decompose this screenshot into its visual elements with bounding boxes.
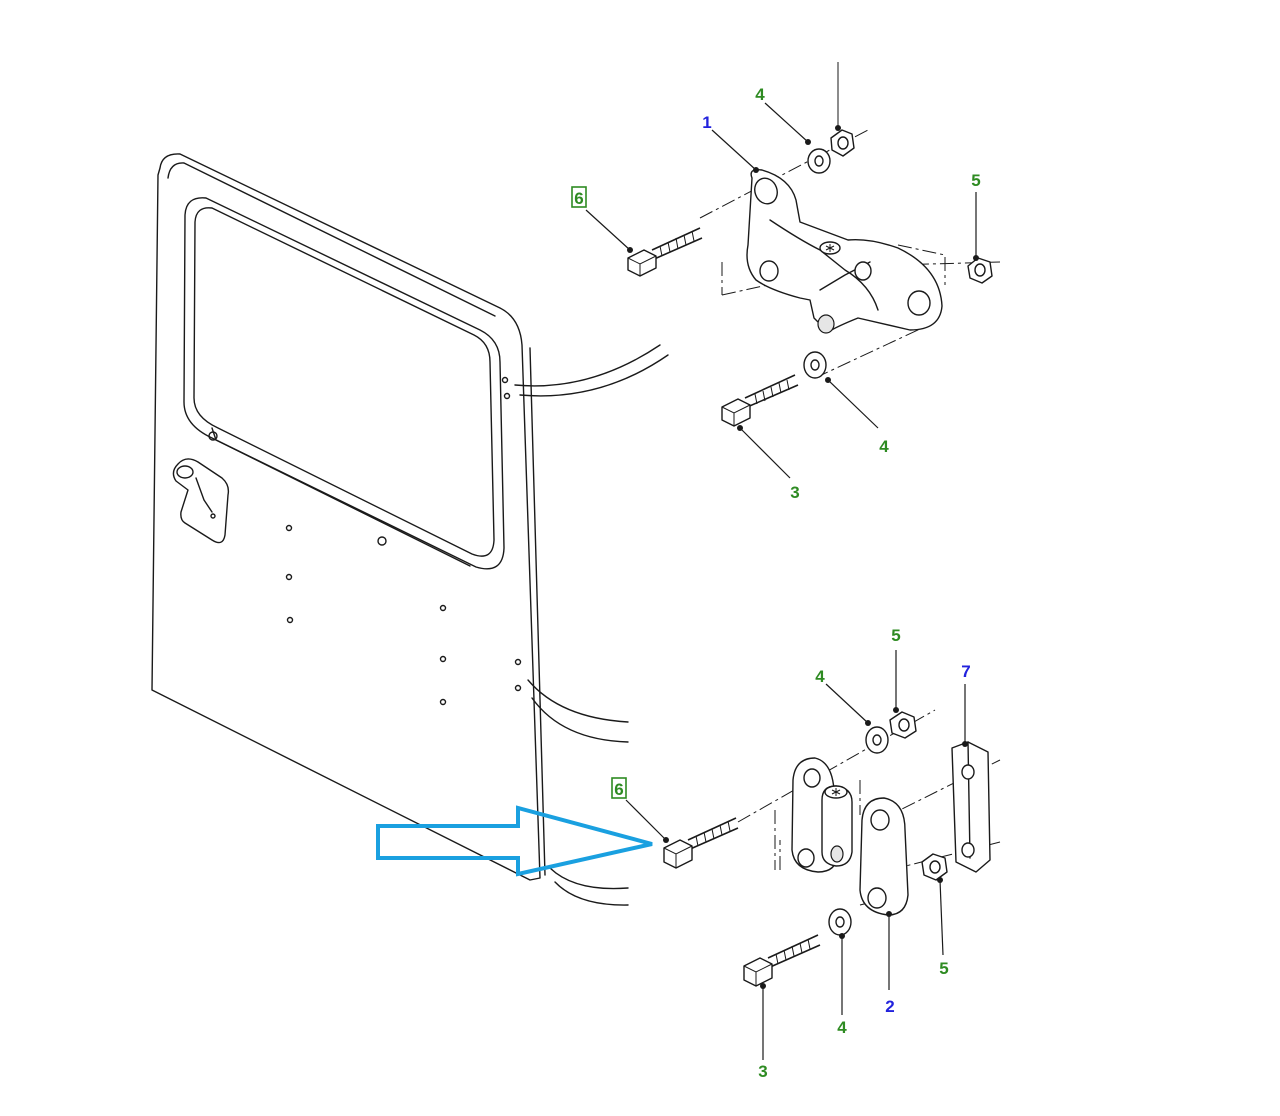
callout-labels: 1 4 5 6 4 3 4 5 7 6 5 2 4 3 — [571, 85, 981, 1081]
lower-bolt — [663, 817, 739, 869]
callout-upper-bolt: 6 — [574, 189, 583, 208]
callout-upper-lower-washer: 4 — [879, 437, 889, 456]
callout-upper-nut: 5 — [971, 171, 980, 190]
callout-lower-plate: 7 — [961, 662, 970, 681]
callout-lower-hinge: 2 — [885, 997, 894, 1016]
lower-hinge-assembly — [663, 709, 1001, 987]
upper-hinge-assembly — [627, 62, 1001, 427]
callout-lower-washer-bottom: 4 — [837, 1018, 847, 1037]
callout-lower-bolt-box — [611, 777, 627, 799]
callout-lower-nut-top: 5 — [891, 626, 900, 645]
lower-bottom-bolt — [743, 934, 821, 987]
callout-lower-washer-top: 4 — [815, 667, 825, 686]
door-panel — [151, 153, 669, 906]
callout-lower-bottom-bolt: 3 — [758, 1062, 767, 1081]
callout-upper-hinge: 1 — [702, 113, 711, 132]
callout-upper-washer-top: 4 — [755, 85, 765, 104]
callout-upper-lower-bolt: 3 — [790, 483, 799, 502]
callout-lower-nut-bottom: 5 — [939, 959, 948, 978]
callout-upper-bolt-box — [571, 186, 587, 208]
upper-lower-bolt — [721, 374, 799, 427]
leader-lines — [585, 102, 979, 1060]
arrow-right-icon — [376, 805, 653, 877]
callout-lower-bolt: 6 — [614, 780, 623, 799]
upper-bolt — [627, 227, 703, 277]
